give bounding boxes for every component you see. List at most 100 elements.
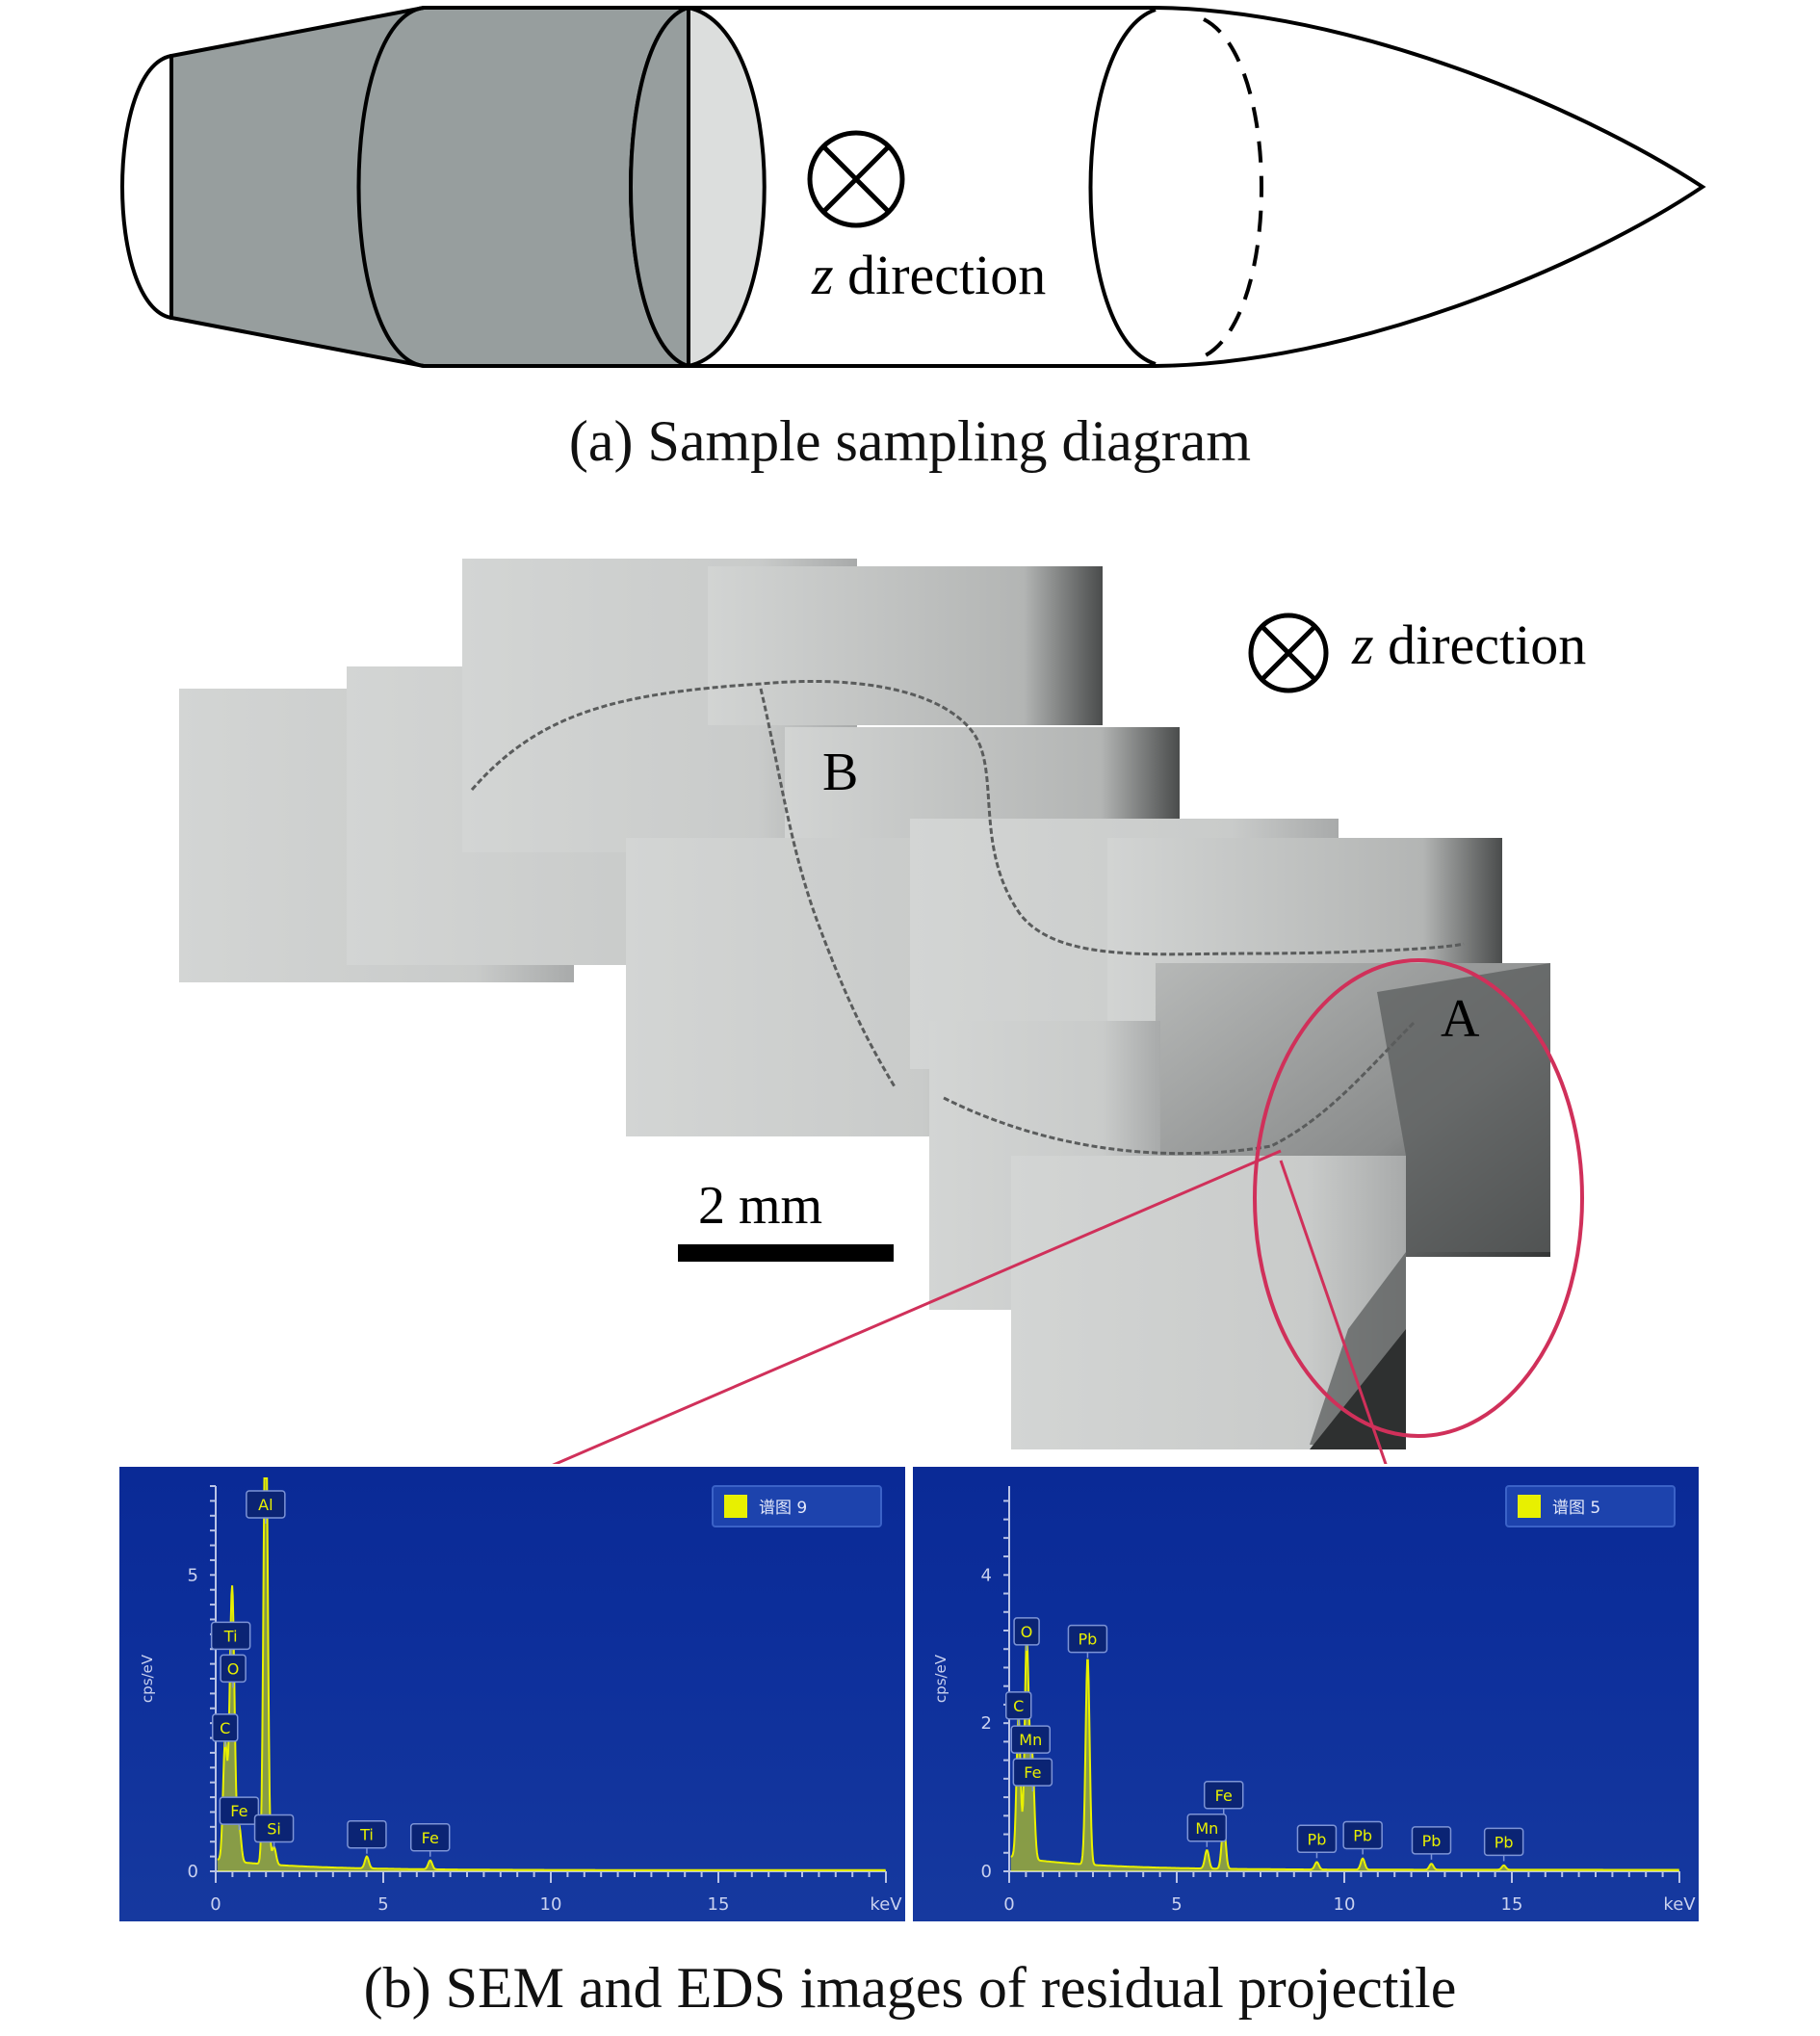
peak-label: Fe: [219, 1796, 260, 1831]
x-tick-label: 15: [708, 1894, 730, 1915]
peak-label: Pb: [1296, 1824, 1338, 1859]
legend-swatch: [724, 1495, 747, 1518]
peak-label-box: [1012, 1758, 1053, 1787]
peak-label-box: [1067, 1624, 1108, 1654]
projectile-hidden-edge: [1203, 17, 1263, 358]
x-tick-label: 0: [210, 1894, 221, 1915]
sem-dark-corner: [1310, 1329, 1406, 1449]
scale-bar: [678, 1244, 894, 1262]
z-direction-label-b: z direction: [1352, 613, 1586, 677]
x-tick-label: 0: [1003, 1894, 1014, 1915]
peak-label-text: Ti: [223, 1627, 238, 1645]
y-tick-label: 2: [981, 1713, 992, 1734]
peak-label-box: [1296, 1824, 1338, 1854]
peak-label-text: Fe: [1215, 1787, 1233, 1805]
peak-label-text: Fe: [422, 1829, 439, 1847]
x-tick-label: 5: [377, 1894, 388, 1915]
x-tick-label: keV: [870, 1894, 902, 1915]
zoom-line-left: [552, 1149, 1282, 1464]
peak-label-text: C: [1013, 1697, 1024, 1715]
x-tick-label: keV: [1663, 1894, 1696, 1915]
spectrum-line: [1010, 1637, 1679, 1871]
peak-label-box: [219, 1796, 260, 1825]
peak-label: Pb: [1342, 1820, 1383, 1855]
peak-label: Mn: [1010, 1725, 1052, 1760]
peak-label: O: [220, 1654, 247, 1688]
region-b-label: B: [822, 743, 859, 802]
peak-label: Fe: [409, 1823, 451, 1857]
spectrum-fill: [217, 1478, 886, 1871]
peak-label-text: Pb: [1079, 1631, 1098, 1649]
sem-tiles: [179, 559, 1550, 1449]
legend: 谱图 5: [1505, 1485, 1676, 1527]
projectile-front-section: [687, 6, 1706, 368]
y-axis-label: cps/eV: [932, 1654, 949, 1703]
peak-label: Ti: [347, 1819, 387, 1854]
peak-label-text: Ti: [359, 1826, 374, 1844]
y-tick-label: 0: [981, 1862, 992, 1882]
peak-label: Pb: [1411, 1826, 1452, 1860]
sem-dark-edge: [1310, 963, 1550, 1449]
peak-label-text: Pb: [1495, 1833, 1514, 1851]
peak-label-box: [1010, 1725, 1052, 1754]
peak-label-text: Pb: [1422, 1832, 1442, 1850]
direction-word: direction: [1388, 613, 1587, 676]
projectile-band: [356, 6, 425, 368]
peak-label: Si: [253, 1814, 295, 1848]
peak-label: Fe: [1012, 1758, 1053, 1792]
direction-word: direction: [847, 244, 1047, 306]
legend-swatch: [1518, 1495, 1541, 1518]
legend-label: 谱图 9: [759, 1499, 807, 1518]
z-direction-label-a: z direction: [812, 243, 1046, 307]
peak-label-text: Al: [258, 1496, 273, 1514]
sem-mosaic: [179, 559, 1584, 1464]
y-axis-label: cps/eV: [139, 1654, 156, 1703]
y-tick-label: 4: [981, 1565, 992, 1585]
x-tick-label: 5: [1171, 1894, 1182, 1915]
peak-label: C: [1004, 1691, 1032, 1725]
peak-label-text: Si: [267, 1820, 281, 1839]
peak-label: Ti: [210, 1621, 251, 1656]
x-tick-label: 15: [1501, 1894, 1523, 1915]
y-tick-label: 0: [188, 1862, 198, 1882]
peak-label: Mn: [1186, 1814, 1228, 1847]
peak-label-text: Pb: [1353, 1826, 1372, 1844]
z-letter: z: [1352, 613, 1374, 676]
spectrum-line: [217, 1477, 886, 1871]
peak-label-text: O: [1021, 1623, 1033, 1641]
projectile-ogive-ring: [1088, 8, 1157, 366]
legend-box: [712, 1485, 882, 1527]
sem-tile: [708, 566, 1103, 725]
projectile-tail-cap: [120, 54, 172, 320]
peak-label: C: [211, 1713, 239, 1747]
z-direction-symbol-a: [807, 130, 905, 228]
region-a-highlight: [1253, 958, 1584, 1438]
peak-label-text: Mn: [1195, 1819, 1218, 1838]
peak-label: O: [1013, 1617, 1040, 1651]
sem-crack-lines: [470, 679, 1465, 1156]
region-a-label: A: [1441, 989, 1480, 1049]
projectile-diagram: [120, 5, 1706, 369]
peak-label-text: Fe: [230, 1802, 247, 1820]
peak-label-text: O: [227, 1659, 240, 1678]
peak-label: Al: [246, 1490, 286, 1524]
peak-label: Pb: [1067, 1624, 1108, 1658]
peak-label-text: Mn: [1019, 1731, 1042, 1749]
peak-label: Fe: [1203, 1781, 1244, 1814]
peak-label-text: C: [220, 1719, 230, 1737]
legend-box: [1505, 1485, 1676, 1527]
x-tick-label: 10: [540, 1894, 562, 1915]
caption-a: (a) Sample sampling diagram: [568, 409, 1252, 473]
peak-label-text: Fe: [1024, 1763, 1041, 1782]
scale-bar-label: 2 mm: [698, 1176, 823, 1236]
legend: 谱图 9: [712, 1485, 882, 1527]
legend-label: 谱图 5: [1552, 1499, 1600, 1518]
z-direction-symbol-b: [1248, 613, 1329, 693]
peak-label: Pb: [1483, 1827, 1524, 1862]
zoom-line-right: [1279, 1160, 1388, 1464]
x-tick-label: 10: [1334, 1894, 1356, 1915]
